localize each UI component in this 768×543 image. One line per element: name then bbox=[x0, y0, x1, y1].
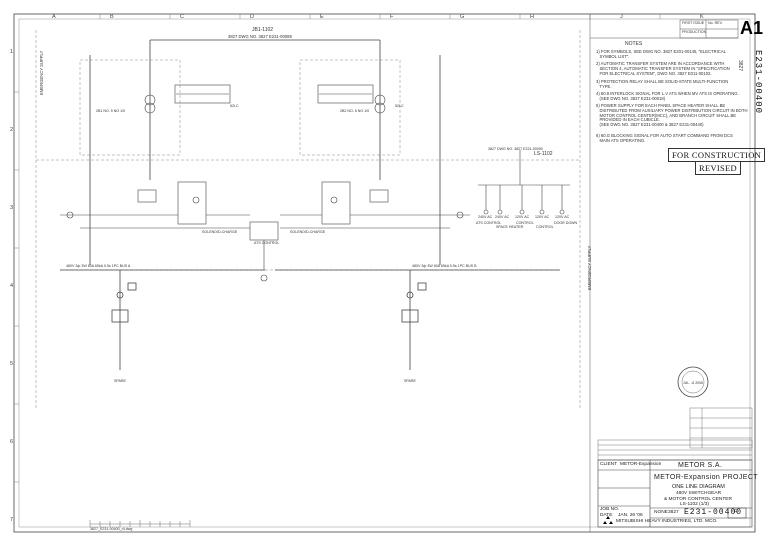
grid-col-f: F bbox=[390, 14, 394, 20]
header-block-lines bbox=[589, 14, 739, 532]
left-breaker-label: 52LC bbox=[230, 104, 239, 108]
grid-row-4: 4 bbox=[10, 283, 14, 289]
left-feeder-label: 2B1 NO. 5 NO 1/0 bbox=[96, 109, 126, 113]
header-drawing-number: E231-00400 bbox=[753, 50, 763, 115]
project-name: METOR-Expansion PROJECT bbox=[654, 474, 758, 481]
dwg-prefix: 3827 bbox=[668, 510, 679, 515]
grid-col-b: B bbox=[110, 14, 114, 20]
bus-ref: 3827 DWG NO. 3827 E231-00089 bbox=[228, 34, 292, 39]
right-bottom-bus: 480V 3ф 3W 60A 65kA 0.5s 1PC BUS B bbox=[412, 264, 477, 268]
dwg-rev: R bbox=[734, 509, 738, 515]
grid-row-1: 1 bbox=[10, 49, 14, 55]
center-label: ATS CONTROL bbox=[254, 241, 280, 245]
grid-col-d: D bbox=[250, 14, 254, 20]
sheet-size-label: A1 bbox=[740, 18, 764, 38]
date-value: JAN. 26 '06 bbox=[618, 513, 643, 518]
left-bottom-bus: 480V 3ф 3W 60A 65kA 0.5s 1PC BUS A bbox=[66, 264, 131, 268]
left-ats-label: SOLENOID-CHARGE bbox=[202, 230, 238, 234]
dist-feeder-3: 120V AC bbox=[515, 215, 530, 219]
footer-file: 3827_E231-00400_r4.dwg bbox=[90, 527, 133, 531]
left-vertical-label: EMERGENCY SUPPLY bbox=[39, 50, 44, 95]
right-breaker-label: 52LC bbox=[395, 104, 404, 108]
right-outgoing: SPARE bbox=[404, 379, 416, 383]
scale-ruler bbox=[89, 520, 191, 527]
note-6: 6) 60.G BLOCKING SIGNAL FOR AUTO START C… bbox=[596, 133, 733, 143]
title-line-1: ONE LINE DIAGRAM bbox=[672, 484, 725, 490]
title-line-3: & MOTOR CONTROL CENTER bbox=[664, 497, 732, 502]
right-ats-label: SOLENOID-CHARGE bbox=[290, 230, 326, 234]
top-bus bbox=[89, 39, 441, 265]
inner-border bbox=[18, 18, 751, 528]
grid-col-a: A bbox=[52, 14, 56, 20]
title-block-lines bbox=[597, 459, 753, 528]
notes-title: NOTES bbox=[625, 41, 643, 47]
grid-row-6: 6 bbox=[10, 439, 14, 445]
dist-feeder-2: 240V AC bbox=[495, 215, 510, 219]
grid-row-3: 3 bbox=[10, 205, 14, 211]
distribution-label: LS-1102 bbox=[534, 151, 553, 157]
grid-col-j: J bbox=[620, 14, 623, 20]
grid-ticks bbox=[14, 14, 661, 483]
distribution-branch bbox=[478, 150, 570, 215]
dist-feeder-5: 120V AC bbox=[555, 215, 570, 219]
left-outgoing: SPARE bbox=[114, 379, 126, 383]
dist-desc-2: SPACE HEATER bbox=[496, 225, 524, 229]
job-no-label: JOB NO. bbox=[600, 507, 620, 512]
grid-row-2: 2 bbox=[10, 127, 14, 133]
grid-col-k: K bbox=[700, 14, 704, 20]
left-ats-group bbox=[60, 84, 250, 229]
grid-col-e: E bbox=[320, 14, 324, 20]
right-feeder-label: 2B2 NO. 5 NO 1/0 bbox=[340, 109, 370, 113]
dist-desc-5: DOOR DOWN bbox=[554, 221, 578, 225]
grid-col-h: H bbox=[530, 14, 534, 20]
header-first-issue: FIRST ISSUE bbox=[682, 21, 705, 25]
manufacturer: MITSUBISHI HEAVY INDUSTRIES, LTD. MCO. bbox=[616, 519, 718, 524]
note-5: 5) POWER SUPPLY FOR EACH PANEL SPACE HEA… bbox=[596, 103, 748, 128]
center-tie bbox=[249, 221, 279, 282]
dist-feeder-4: 120V AC bbox=[535, 215, 550, 219]
svg-text:JUL. -6 2006: JUL. -6 2006 bbox=[683, 381, 703, 385]
revised-stamp: REVISED bbox=[695, 161, 741, 175]
client-name: METOR-Expansion bbox=[620, 462, 662, 467]
title-line-4: LS-1102 (1/3) bbox=[680, 502, 709, 507]
note-1: 1) FOR SYMBOLS, SEE DWG NO. 3827 E201-00… bbox=[596, 49, 726, 59]
mitsubishi-logo-icon bbox=[603, 516, 613, 524]
grid-col-c: C bbox=[180, 14, 184, 20]
grid-row-5: 5 bbox=[10, 361, 14, 367]
company-name: METOR S.A. bbox=[678, 462, 723, 469]
header-project-code: 3827 bbox=[737, 60, 743, 72]
dist-desc-4: CONTROL bbox=[536, 225, 554, 229]
header-no-rev: No. REV. bbox=[708, 21, 723, 25]
boundary-dashed bbox=[35, 30, 581, 410]
date-label: DATE bbox=[600, 513, 613, 518]
title-line-2: 480V SWITCHGEAR bbox=[676, 491, 722, 496]
header-production: PRODUCTION bbox=[682, 30, 707, 34]
client-label: CLIENT bbox=[600, 462, 618, 467]
distribution-ref: 3827 DWG NO. 3827 E231-00090 bbox=[488, 147, 543, 151]
note-2: 2) AUTOMATIC TRANSFER SYSTEM ARE IN ACCO… bbox=[596, 61, 730, 76]
dist-desc-3: CONTROL bbox=[516, 221, 534, 225]
note-3: 3) PROTECTION RELAY SHALL BE SOLID-STATE… bbox=[596, 79, 729, 89]
bus-label: JB1-1102 bbox=[252, 27, 274, 33]
approval-seal: JUL. -6 2006 bbox=[677, 366, 709, 398]
note-4: 4) 60.8 INTERLOCK SIGNAL FOR L.V ATS WHE… bbox=[596, 91, 739, 101]
revision-table bbox=[597, 407, 753, 461]
dist-feeder-1: 240V AC bbox=[478, 215, 493, 219]
lower-bus bbox=[60, 269, 560, 370]
outer-border bbox=[13, 13, 756, 533]
grid-row-7: 7 bbox=[10, 517, 14, 523]
right-vertical-label: EMERGENCY SUPPLY bbox=[587, 245, 592, 290]
right-ats-group bbox=[280, 84, 470, 229]
dist-desc-1: ATS CONTROL bbox=[476, 221, 502, 225]
dwg-number: E231-00400 bbox=[684, 508, 743, 517]
grid-col-g: G bbox=[460, 14, 465, 20]
for-construction-stamp: FOR CONSTRUCTION bbox=[668, 148, 766, 162]
scale-value: NONE bbox=[654, 510, 668, 515]
